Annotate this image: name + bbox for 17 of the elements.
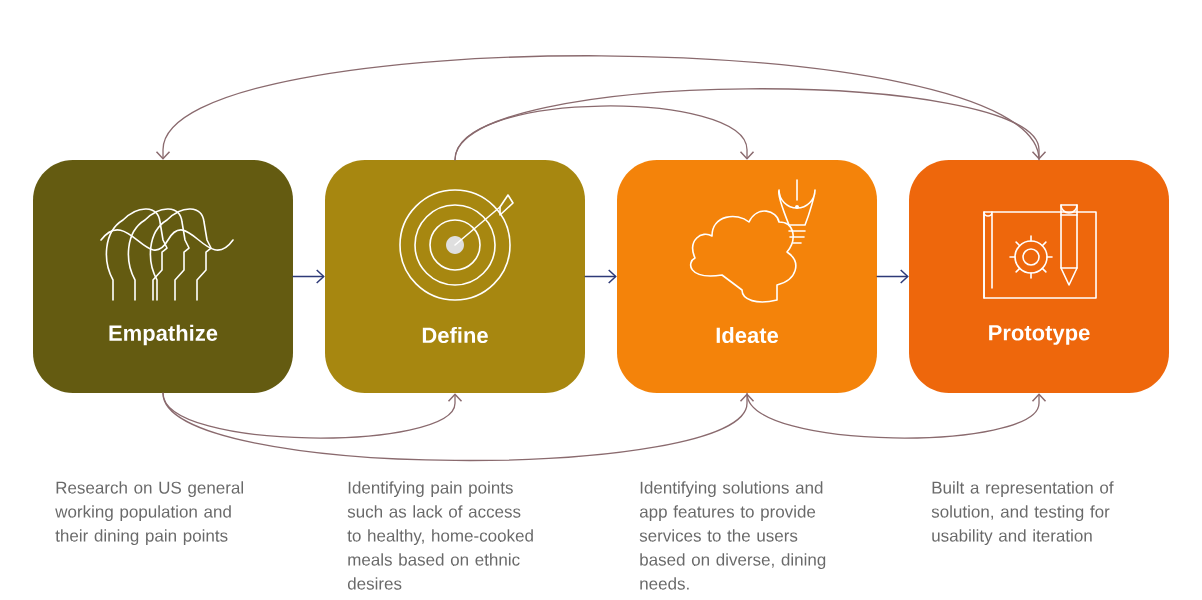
process-box: Ideate [617,160,877,393]
arrow [292,269,325,284]
description-text: Research on US general working population and their dining pain points [55,481,243,546]
process-box: Define [325,160,585,393]
arrow [876,269,909,284]
arrow [454,105,755,161]
arrow [162,392,755,462]
description-text: Identifying pain points such as lack of access to healthy, home-cooked meals based on ethnic desires [347,481,533,590]
arrow [162,392,463,439]
process-box: Empathize [33,160,293,393]
arrow [155,55,1040,161]
process-box: Prototype [909,160,1169,393]
description-text: Identifying solutions and app features to provide services to the users based on diverse, dining needs. [639,481,826,590]
arrow [746,392,1047,439]
arrow [584,269,617,284]
arrow [454,88,1047,161]
description-text: Built a representation of solution, and testing for usability and iteration [931,481,1114,546]
